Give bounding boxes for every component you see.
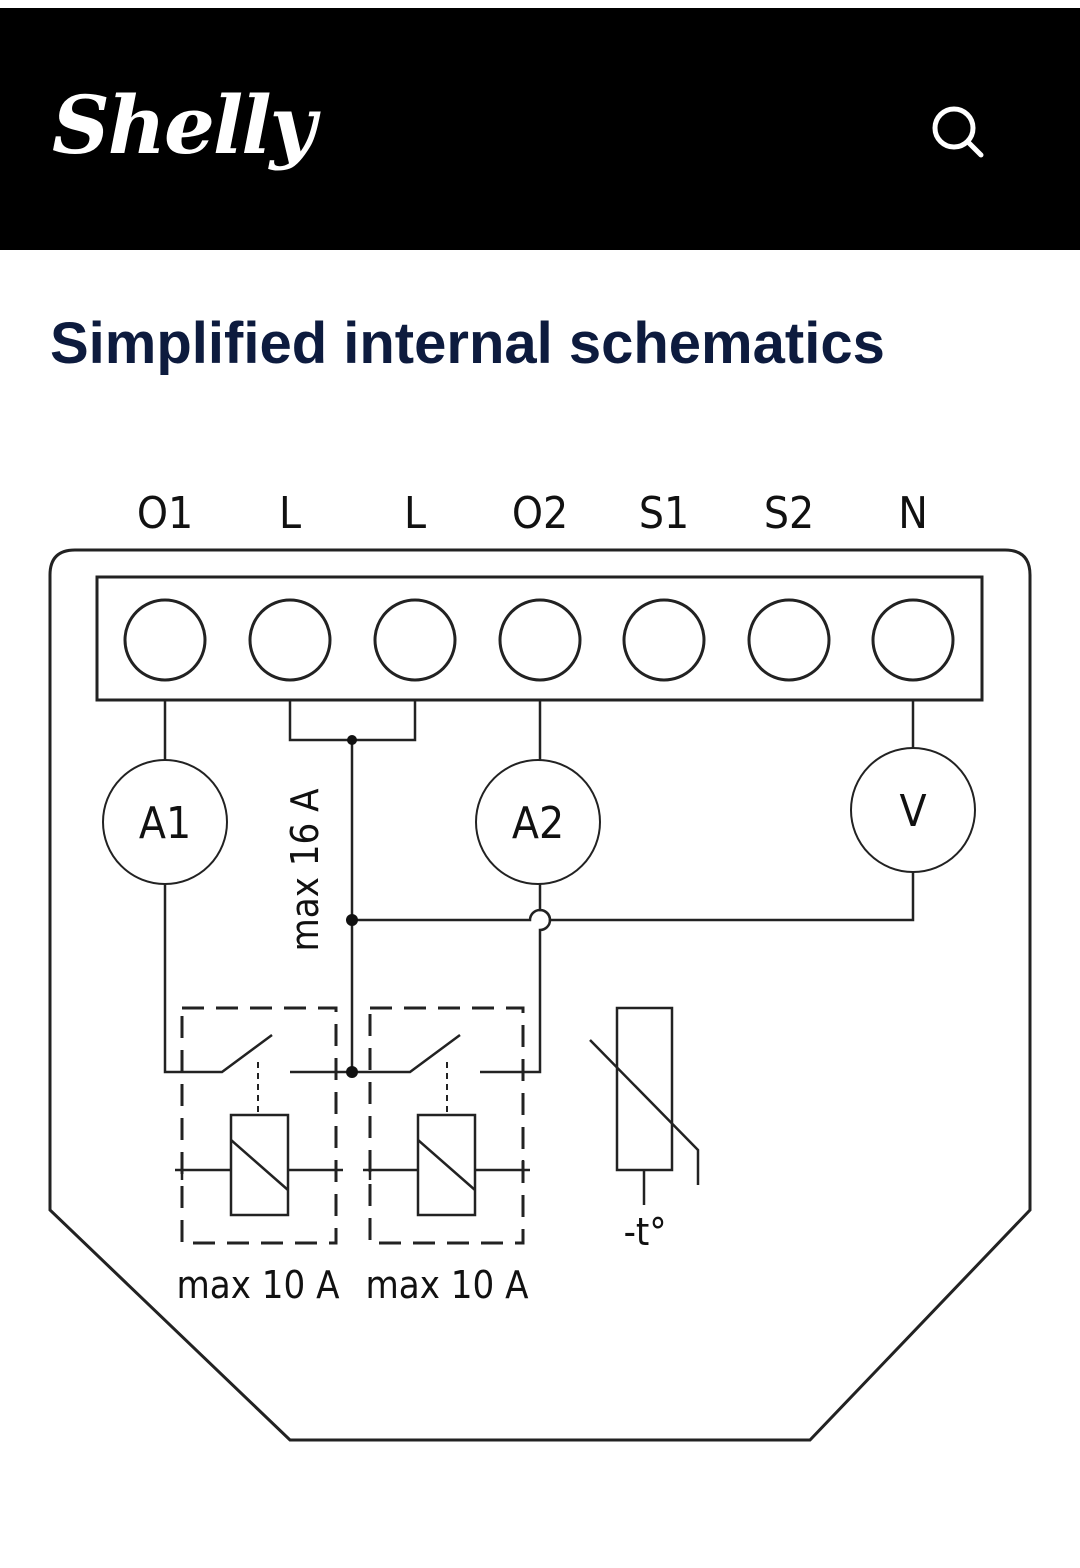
relay-rating-label: max 10 A: [365, 1263, 529, 1307]
meter-label-a2: A2: [512, 798, 564, 849]
meter-label-v: V: [899, 786, 926, 837]
top-bar: Shelly: [0, 8, 1080, 250]
terminal-labels: O1 L L O2 S1 S2 N: [137, 488, 928, 539]
terminal-label: L: [404, 488, 426, 539]
terminal-label: L: [279, 488, 301, 539]
terminal-label: N: [898, 488, 928, 539]
relay-boxes: [180, 1006, 525, 1245]
meter-label-a1: A1: [139, 798, 191, 849]
terminal-label: S2: [764, 488, 814, 539]
relay-rating-label: max 10 A: [176, 1263, 340, 1307]
line-rating-label: max 16 A: [283, 788, 327, 952]
thermistor: [589, 1006, 700, 1205]
voltmeter: [850, 747, 976, 873]
search-icon[interactable]: [928, 100, 988, 160]
terminal-label: S1: [639, 488, 689, 539]
terminal-label: O2: [512, 488, 568, 539]
terminal-screws: [123, 598, 955, 682]
device-outline: [48, 548, 1032, 1442]
ammeter-a2: [475, 759, 601, 885]
wires: [163, 700, 915, 1074]
thermistor-label: -t°: [624, 1210, 667, 1254]
terminal-label: O1: [137, 488, 193, 539]
ammeter-a1: [102, 759, 228, 885]
shelly-logo[interactable]: Shelly: [52, 78, 316, 172]
page-title: Simplified internal schematics: [50, 311, 885, 376]
relay-coils: [175, 1113, 530, 1217]
terminal-block: [95, 575, 984, 702]
